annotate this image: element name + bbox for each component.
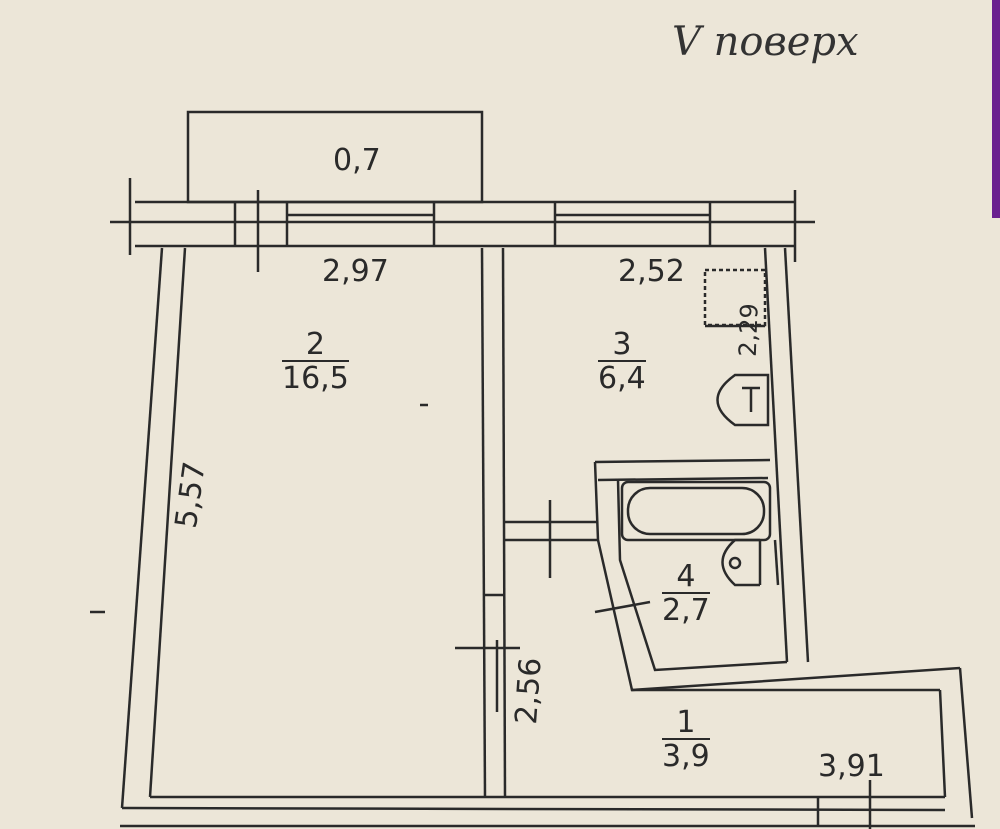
cabinet-dimension: 2,29 — [733, 302, 764, 358]
room-3-number: 3 — [598, 330, 646, 362]
bathtub — [620, 480, 772, 542]
kitchen-cabinet — [703, 268, 767, 328]
room-3-area: 6,4 — [598, 361, 646, 396]
room-2-label: 2 16,5 — [282, 330, 349, 394]
edge-strip — [992, 0, 1000, 218]
sink — [721, 538, 780, 587]
room-1-label: 1 3,9 — [662, 708, 710, 772]
room-2-number: 2 — [282, 330, 349, 362]
stove — [716, 373, 770, 427]
corridor-length-dimension: 3,91 — [818, 749, 885, 784]
room-2-area: 16,5 — [282, 361, 349, 396]
room-4-area: 2,7 — [662, 593, 710, 628]
room2-width-dimension: 2,97 — [322, 254, 389, 289]
room3-width-dimension: 2,52 — [618, 254, 685, 289]
door-opening — [505, 500, 598, 578]
balcony-area: 0,7 — [333, 143, 381, 178]
room-4-number: 4 — [662, 562, 710, 594]
bathroom-walls — [593, 458, 974, 819]
room-4-label: 4 2,7 — [662, 562, 710, 626]
floor-note: V поверх — [672, 19, 859, 65]
room-1-area: 3,9 — [662, 739, 710, 774]
corridor-height-dimension: 2,56 — [509, 656, 549, 726]
room-1-number: 1 — [662, 708, 710, 740]
left-height-dimension: 5,57 — [168, 459, 213, 531]
facade-wall — [110, 178, 815, 272]
left-wall — [120, 247, 187, 809]
bottom-wall — [120, 780, 975, 829]
right-wall — [763, 247, 810, 663]
room-3-label: 3 6,4 — [598, 330, 646, 394]
central-partition — [455, 247, 520, 799]
